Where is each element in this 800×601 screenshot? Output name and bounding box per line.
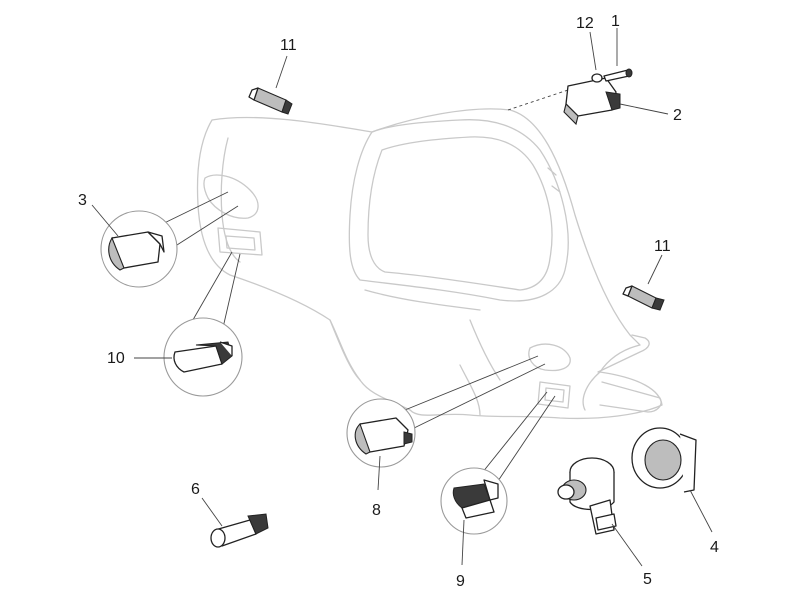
callout-4: 4: [710, 539, 719, 556]
part-3-detail: [100, 191, 239, 288]
part-11-lower: [622, 254, 665, 311]
part-11-upper: [248, 55, 293, 115]
leg-shield-outline: [196, 108, 663, 420]
callout-9: 9: [456, 573, 465, 590]
callout-3: 3: [78, 192, 87, 209]
callout-8: 8: [372, 502, 381, 519]
part-12-washer: [589, 31, 603, 83]
part-6-lock: [201, 497, 269, 548]
part-5-ignition: [557, 457, 643, 567]
callout-1: 1: [611, 13, 620, 30]
callout-6: 6: [191, 481, 200, 498]
part-4-ring: [631, 427, 713, 533]
callout-2: 2: [673, 107, 682, 124]
callout-11-lower: 11: [654, 238, 671, 255]
callout-labels: 1 2 3 4 5 6 8 9 10 11 11 12: [78, 13, 719, 590]
part-1-screw: [603, 28, 633, 82]
part-8-detail: [346, 355, 546, 468]
part-10-detail: [163, 251, 243, 397]
callout-5: 5: [643, 571, 652, 588]
callout-10: 10: [107, 350, 125, 367]
part-2-switch: [507, 77, 669, 126]
part-9-detail: [440, 391, 556, 535]
callout-12: 12: [576, 15, 594, 32]
callout-leaders: [91, 204, 465, 566]
callout-11-upper: 11: [280, 37, 297, 54]
